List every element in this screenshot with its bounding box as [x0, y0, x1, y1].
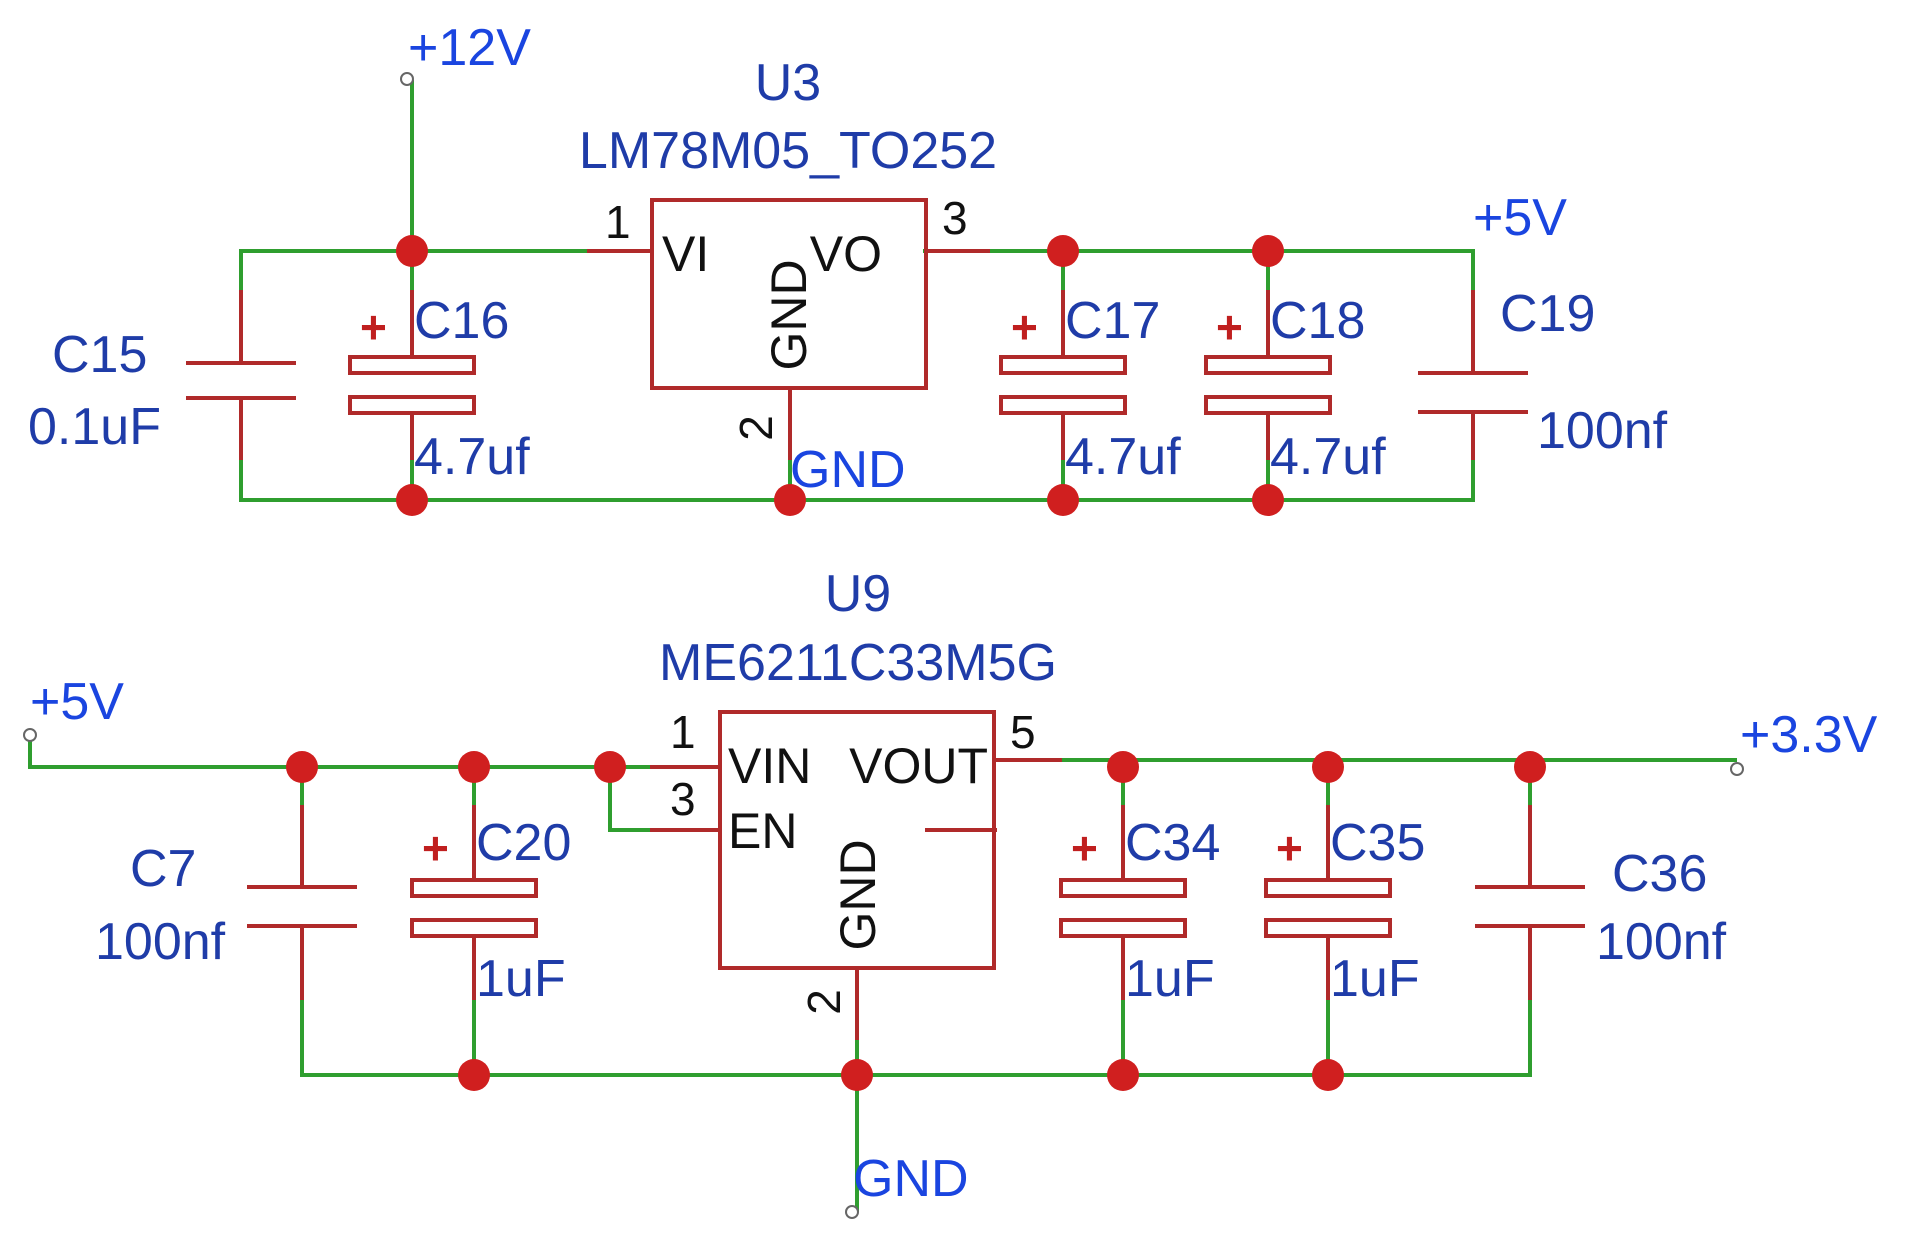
capacitor-c16[interactable] — [348, 290, 476, 460]
net-label-5v-in: +5V — [30, 673, 124, 731]
u9-part-number: ME6211C33M5G — [659, 634, 1057, 692]
u3-pin-vo: VO — [810, 226, 882, 282]
c16-value: 4.7uf — [414, 428, 530, 486]
capacitor-c15[interactable] — [186, 290, 296, 460]
c7-value: 100nf — [95, 913, 226, 971]
c19-value: 100nf — [1537, 402, 1668, 460]
net-port-5v-in[interactable] — [23, 728, 37, 742]
net-label-5v-out: +5V — [1473, 189, 1567, 247]
c19-designator: C19 — [1500, 285, 1595, 343]
junctions-5v — [396, 235, 1284, 516]
c34-polarity-mark: + — [1071, 822, 1098, 874]
u3-pin3-number: 3 — [942, 192, 968, 244]
c18-value: 4.7uf — [1270, 428, 1386, 486]
net-port-12v[interactable] — [400, 72, 414, 86]
u9-pin-en: EN — [728, 803, 797, 859]
u9-pin2-number: 2 — [798, 989, 850, 1015]
c20-polarity-mark: + — [422, 822, 449, 874]
c18-designator: C18 — [1270, 292, 1365, 350]
wires-3v3 — [28, 733, 1737, 1212]
u9-pin3-number: 3 — [670, 773, 696, 825]
c20-designator: C20 — [476, 814, 571, 872]
c34-value: 1uF — [1125, 950, 1215, 1008]
u3-pin-vi: VI — [662, 226, 709, 282]
capacitor-c19[interactable] — [1418, 290, 1528, 460]
capacitor-c7[interactable] — [247, 805, 357, 1000]
c36-designator: C36 — [1612, 845, 1707, 903]
capacitor-c36[interactable] — [1475, 805, 1585, 1000]
c16-designator: C16 — [414, 292, 509, 350]
c15-designator: C15 — [52, 326, 147, 384]
circuit-5v-regulator: +12V U3 LM78M05_TO252 1 3 2 VI VO GND GN… — [28, 19, 1668, 516]
c35-polarity-mark: + — [1276, 822, 1303, 874]
u9-pin-vout: VOUT — [849, 738, 988, 794]
capacitor-c35[interactable] — [1264, 805, 1392, 1000]
net-label-3v3: +3.3V — [1740, 706, 1878, 764]
u9-pin-gnd: GND — [830, 839, 886, 950]
c15-value: 0.1uF — [28, 398, 161, 456]
c17-designator: C17 — [1065, 292, 1160, 350]
u3-pin-gnd: GND — [761, 259, 817, 370]
circuit-3v3-regulator: +5V +3.3V GND U9 ME6211C33M5G 1 3 5 2 VI… — [23, 565, 1878, 1219]
capacitor-c17[interactable] — [999, 290, 1127, 460]
net-label-12v: +12V — [408, 19, 531, 77]
c34-designator: C34 — [1125, 814, 1220, 872]
c17-value: 4.7uf — [1065, 428, 1181, 486]
u3-pin2-number: 2 — [730, 415, 782, 441]
u3-pin1-number: 1 — [605, 196, 631, 248]
net-port-gnd-bottom[interactable] — [845, 1205, 859, 1219]
capacitor-c20[interactable] — [410, 805, 538, 1000]
c18-polarity-mark: + — [1216, 301, 1243, 353]
net-port-3v3[interactable] — [1730, 762, 1744, 776]
c36-value: 100nf — [1596, 913, 1727, 971]
capacitor-c34[interactable] — [1059, 805, 1187, 1000]
capacitor-c18[interactable] — [1204, 290, 1332, 460]
c20-value: 1uF — [476, 950, 566, 1008]
c16-polarity-mark: + — [360, 301, 387, 353]
junctions-3v3 — [286, 751, 1546, 1091]
c7-designator: C7 — [130, 840, 196, 898]
u3-designator: U3 — [755, 54, 821, 112]
u9-pin5-number: 5 — [1010, 706, 1036, 758]
c35-value: 1uF — [1330, 950, 1420, 1008]
u9-designator: U9 — [825, 565, 891, 623]
c35-designator: C35 — [1330, 814, 1425, 872]
net-label-gnd-top: GND — [790, 441, 906, 499]
u9-pin-vin: VIN — [728, 738, 811, 794]
c17-polarity-mark: + — [1011, 301, 1038, 353]
u9-pin1-number: 1 — [670, 706, 696, 758]
u3-part-number: LM78M05_TO252 — [579, 122, 997, 180]
net-label-gnd-bottom: GND — [853, 1150, 969, 1208]
